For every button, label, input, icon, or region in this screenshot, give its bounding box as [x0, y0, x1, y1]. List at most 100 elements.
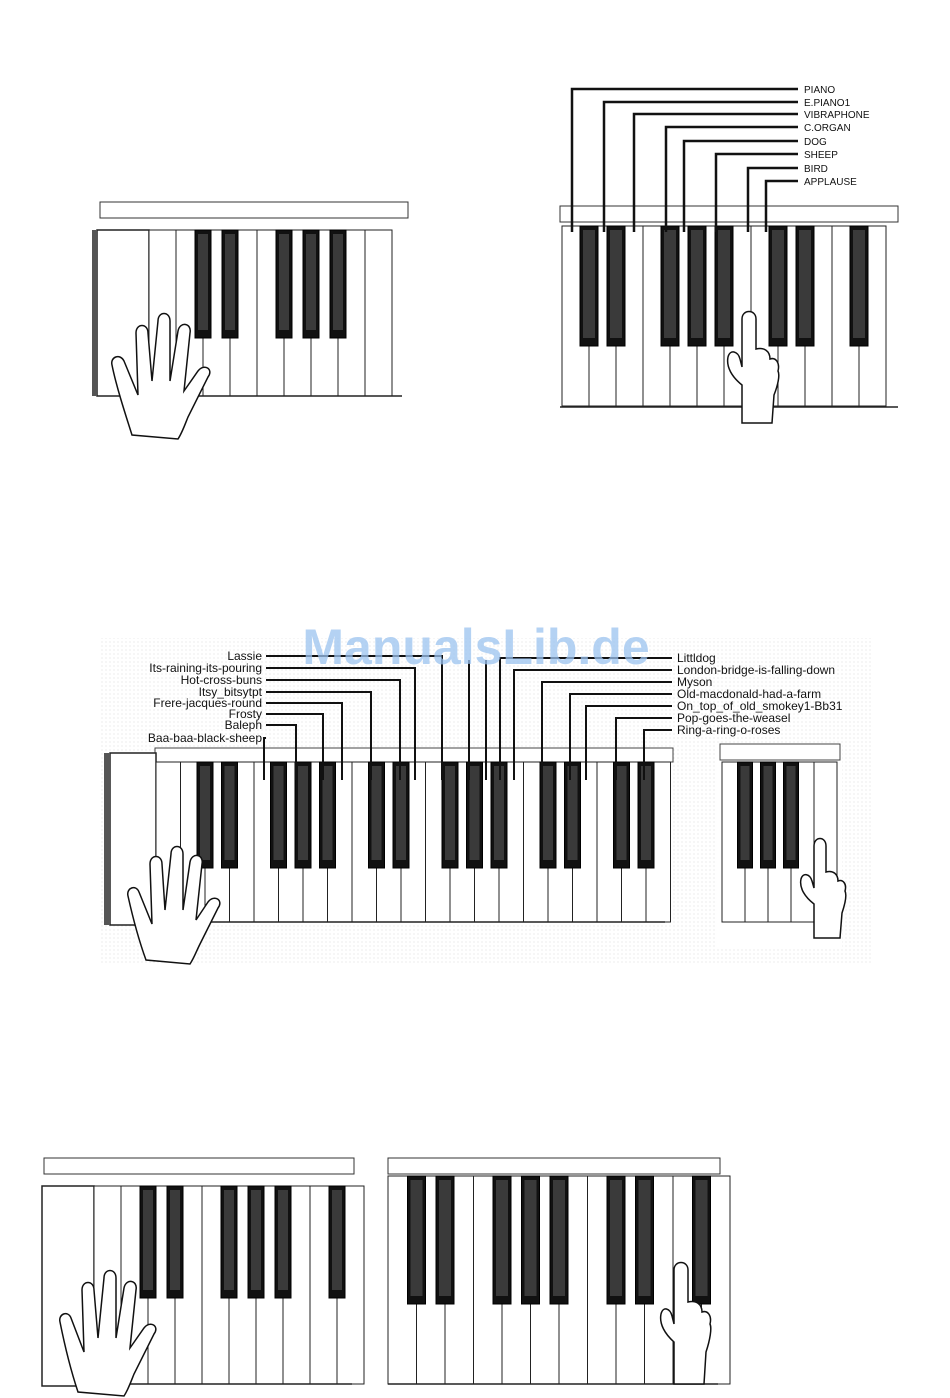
panel-bottom-left-keyboard — [41, 1157, 365, 1397]
voice-label: APPLAUSE — [804, 177, 857, 188]
song-callout-line — [615, 717, 672, 780]
black-key-highlight — [763, 766, 773, 860]
song-callout-line — [643, 729, 672, 780]
black-key-highlight — [496, 1180, 508, 1296]
voice-callout-line — [664, 125, 798, 232]
black-key-highlight — [740, 766, 750, 860]
pointing-finger-icon — [726, 310, 780, 424]
song-callouts: LassieIts-raining-its-pouringHot-cross-b… — [148, 649, 843, 780]
black-key-highlight — [610, 230, 622, 338]
black-key-highlight — [332, 1190, 342, 1290]
black-key-highlight — [469, 766, 480, 860]
watermark-text: ManualsLib.de — [302, 619, 649, 675]
voice-callout-line — [714, 152, 798, 232]
black-key-highlight — [170, 1190, 180, 1290]
left-hand-icon — [59, 1269, 157, 1397]
keyboard-keys — [155, 761, 671, 923]
keyboard-keys — [561, 225, 887, 407]
song-callout-line — [266, 691, 372, 780]
song-callout-line — [263, 737, 266, 780]
voice-label: C.ORGAN — [804, 123, 851, 134]
black-key-highlight — [396, 766, 406, 860]
song-label: On_top_of_old_smokey1-Bb31 — [677, 699, 843, 713]
song-callout-line — [499, 657, 672, 780]
song-callout-line — [585, 705, 672, 780]
voice-callout-line — [632, 112, 798, 232]
voice-callout-line — [570, 87, 798, 232]
black-key-highlight — [583, 230, 595, 338]
black-key-highlight — [251, 1190, 261, 1290]
white-key[interactable] — [364, 229, 393, 397]
black-key-highlight — [695, 1180, 708, 1296]
black-key-highlight — [143, 1190, 153, 1290]
voice-callout-line — [602, 100, 798, 232]
black-key-highlight — [445, 766, 455, 860]
song-callout-line — [266, 713, 324, 780]
keyboard-keys — [387, 1175, 731, 1385]
song-label: Itsy_bitsytpt — [199, 685, 263, 699]
black-key-highlight — [691, 230, 703, 338]
black-key-highlight — [306, 234, 316, 330]
black-key-highlight — [198, 234, 208, 330]
black-key-highlight — [225, 234, 235, 330]
black-key-highlight — [224, 766, 235, 860]
black-key-highlight — [333, 234, 343, 330]
black-key-highlight — [553, 1180, 565, 1296]
song-label: Frere-jacques-round — [153, 696, 262, 710]
voice-label: E.PIANO1 — [804, 98, 851, 109]
voice-label: DOG — [804, 137, 827, 148]
black-key-highlight — [494, 766, 504, 860]
pointing-finger-icon — [659, 1261, 712, 1385]
black-key-highlight — [610, 1180, 622, 1296]
black-key-highlight — [322, 766, 333, 860]
black-key-highlight — [279, 234, 289, 330]
black-key-highlight — [567, 766, 578, 860]
black-key-highlight — [664, 230, 676, 338]
voice-callout-line — [746, 166, 798, 232]
black-key-highlight — [616, 766, 627, 860]
black-key-highlight — [200, 766, 210, 860]
black-key-highlight — [638, 1180, 651, 1296]
song-label: Ring-a-ring-o-roses — [677, 723, 780, 737]
song-callout-line — [266, 655, 443, 780]
voice-label: SHEEP — [804, 150, 838, 161]
black-key-highlight — [273, 766, 284, 860]
black-key-highlight — [524, 1180, 537, 1296]
song-callout-line — [266, 702, 343, 780]
song-callout-line — [266, 724, 297, 780]
black-key-highlight — [853, 230, 865, 338]
voice-label: PIANO — [804, 85, 835, 96]
song-label: Frosty — [229, 707, 262, 721]
black-key-highlight — [278, 1190, 288, 1290]
pointing-finger-icon — [799, 837, 847, 939]
song-label: Old-macdonald-had-a-farm — [677, 687, 821, 701]
song-label: Hot-cross-buns — [181, 673, 262, 687]
black-key-highlight — [799, 230, 811, 338]
song-label: London-bridge-is-falling-down — [677, 663, 835, 677]
black-key-highlight — [439, 1180, 451, 1296]
voice-callout-line — [764, 179, 798, 232]
black-key-highlight — [224, 1190, 234, 1290]
panel-middle-songs: LassieIts-raining-its-pouringHot-cross-b… — [100, 638, 872, 965]
song-callout-line — [266, 667, 416, 780]
voice-label: BIRD — [804, 164, 828, 175]
black-key-highlight — [786, 766, 796, 860]
voice-label: VIBRAPHONE — [804, 110, 870, 121]
left-hand-icon — [111, 312, 211, 440]
black-key-highlight — [772, 230, 784, 338]
left-hand-icon — [127, 845, 221, 965]
black-key-highlight — [298, 766, 308, 860]
black-key-highlight — [410, 1180, 423, 1296]
black-key-highlight — [543, 766, 553, 860]
black-key-highlight — [718, 230, 730, 338]
black-key-highlight — [371, 766, 382, 860]
song-callout-line — [513, 669, 672, 780]
song-label: Lassie — [227, 649, 262, 663]
song-label: Littldog — [677, 651, 716, 665]
voice-callout-line — [682, 139, 798, 232]
song-label: Its-raining-its-pouring — [149, 661, 262, 675]
song-label: Baa-baa-black-sheep — [148, 731, 262, 745]
